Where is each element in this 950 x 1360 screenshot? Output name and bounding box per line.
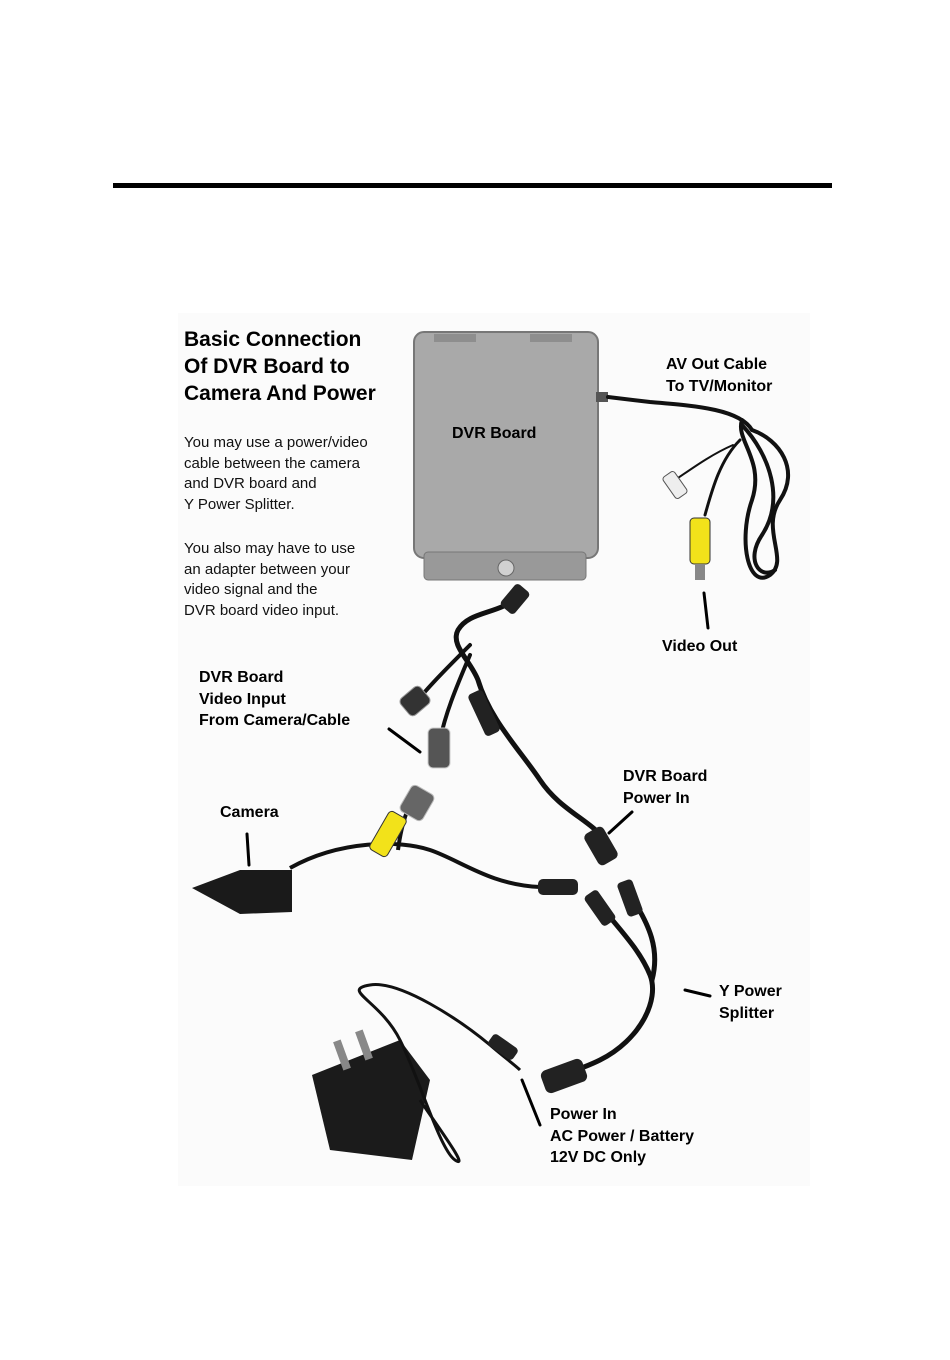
label-power-in: Power In AC Power / Battery 12V DC Only: [550, 1106, 695, 1166]
bnc-connector: [427, 727, 451, 769]
pointer-lines: [245, 591, 712, 1127]
rca-video-out-plug: [689, 517, 711, 565]
label-y-power-splitter: Y Power Splitter: [719, 983, 782, 1022]
camera-cable: [289, 841, 541, 889]
header-rule: [113, 183, 832, 188]
dvr-board-enclosure: [413, 331, 608, 581]
ac-adapter: [312, 983, 522, 1164]
label-dvr-board: DVR Board: [452, 425, 537, 442]
label-power-in-board: DVR Board Power In: [623, 768, 708, 807]
video-input-cable: [416, 592, 608, 843]
camera-body: [192, 870, 292, 914]
label-video-input: DVR Board Video Input From Camera/Cable: [199, 669, 351, 729]
instruction-paragraph-2: You also may have to use an adapter betw…: [184, 540, 356, 619]
label-camera: Camera: [220, 804, 279, 821]
label-video-out: Video Out: [662, 638, 738, 655]
instruction-paragraph-1: You may use a power/video cable between …: [184, 434, 368, 513]
av-out-cable: [606, 395, 791, 580]
label-av-out-cable: AV Out Cable To TV/Monitor: [666, 356, 773, 395]
diagram-title: Basic Connection Of DVR Board to Camera …: [184, 328, 376, 405]
